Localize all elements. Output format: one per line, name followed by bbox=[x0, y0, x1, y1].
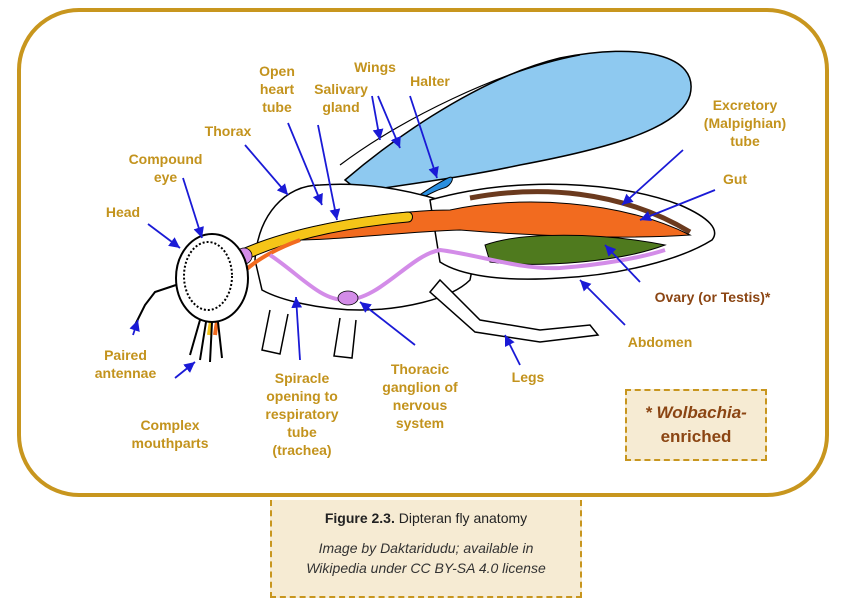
label-complex-mouthparts: Complex mouthparts bbox=[131, 417, 209, 451]
halter bbox=[417, 176, 453, 201]
salivary-gland bbox=[239, 211, 413, 259]
wing-edge bbox=[339, 54, 581, 166]
wolbachia-note: * Wolbachia- enriched bbox=[625, 389, 767, 461]
figure-caption: Figure 2.3. Dipteran fly anatomy Image b… bbox=[270, 500, 582, 598]
ovary bbox=[484, 234, 667, 265]
label-thorax: Thorax bbox=[204, 123, 252, 139]
credit-line-2: Wikipedia under CC BY-SA 4.0 license bbox=[306, 560, 546, 576]
label-wings: Wings bbox=[354, 59, 396, 75]
leg-mid bbox=[333, 317, 357, 359]
wing bbox=[343, 50, 692, 193]
label-excretory-tube: Excretory (Malpighian) tube bbox=[703, 97, 787, 149]
label-open-heart-tube: Open heart tube bbox=[259, 63, 295, 115]
label-salivary-gland: Salivary gland bbox=[314, 81, 368, 115]
label-legs: Legs bbox=[511, 369, 545, 385]
note-suffix: enriched bbox=[660, 427, 732, 446]
label-abdomen: Abdomen bbox=[627, 334, 693, 350]
gut bbox=[299, 201, 692, 241]
label-thoracic-ganglion: Thoracic ganglion of nervous system bbox=[382, 361, 458, 431]
label-arrows bbox=[129, 95, 716, 379]
excretory-tube bbox=[469, 189, 692, 235]
thoracic-ganglion bbox=[337, 290, 359, 306]
label-ovary: Ovary (or Testis)* bbox=[654, 289, 771, 305]
nerve-cord bbox=[268, 247, 666, 303]
leg-hind bbox=[428, 278, 600, 343]
note-prefix: * bbox=[645, 403, 657, 422]
leg-front bbox=[261, 309, 289, 355]
caption-number: Figure 2.3. bbox=[324, 510, 395, 526]
caption-title: Dipteran fly anatomy bbox=[398, 510, 528, 526]
label-gut: Gut bbox=[722, 171, 748, 187]
note-organism: Wolbachia- bbox=[656, 403, 747, 422]
compound-eye bbox=[183, 241, 233, 311]
label-spiracle: Spiracle opening to respiratory tube (tr… bbox=[265, 370, 339, 458]
antenna bbox=[134, 284, 177, 326]
label-head: Head bbox=[105, 204, 141, 220]
label-compound-eye: Compound eye bbox=[128, 151, 203, 185]
mouthparts bbox=[189, 319, 223, 363]
credit-line-1: Image by Daktaridudu; available in bbox=[318, 540, 534, 556]
label-paired-antennae: Paired antennae bbox=[94, 347, 157, 381]
label-halter: Halter bbox=[410, 73, 450, 89]
